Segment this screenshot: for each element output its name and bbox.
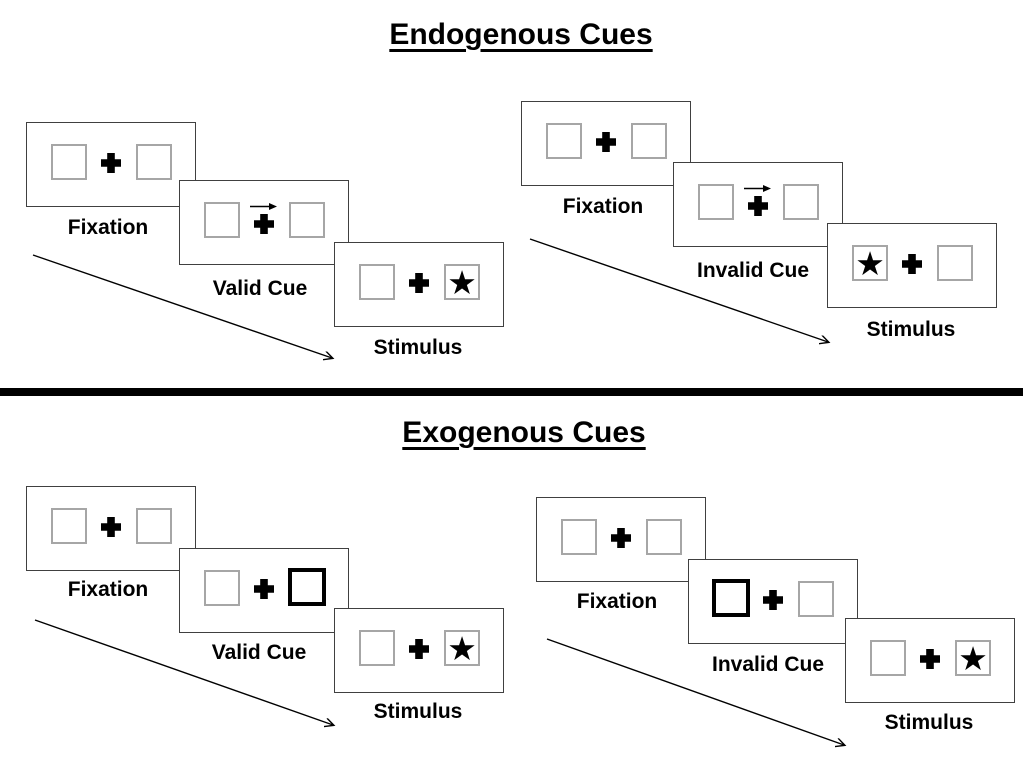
exogenous-valid-stimulus-panel: ★ [334, 608, 504, 693]
target-star-icon: ★ [447, 629, 477, 667]
fixation-cross-icon [409, 273, 429, 293]
left-box [204, 570, 240, 606]
fixation-cross-icon [611, 528, 631, 548]
panel-label-stimulus: Stimulus [884, 711, 974, 734]
left-box: ★ [852, 245, 888, 281]
cue-highlight-box [712, 579, 750, 617]
fixation-cross-icon [254, 579, 274, 599]
fixation-cross-icon [596, 132, 616, 152]
endogenous-section-title: Endogenous Cues [389, 18, 653, 51]
panel-label-valid-cue: Valid Cue [211, 641, 307, 664]
endogenous-valid-fixation-panel [26, 122, 196, 207]
right-box [783, 184, 819, 220]
cue-arrow-right-icon [744, 185, 771, 192]
target-star-icon: ★ [855, 244, 885, 282]
exogenous-section-title: Exogenous Cues [402, 416, 646, 449]
cue-arrow-right-icon [250, 203, 277, 210]
target-star-icon: ★ [447, 263, 477, 301]
right-box [631, 123, 667, 159]
panel-label-stimulus: Stimulus [866, 318, 956, 341]
timeline-arrow-icon [32, 254, 332, 358]
left-box [561, 519, 597, 555]
left-box [698, 184, 734, 220]
fixation-cross-icon [920, 649, 940, 669]
left-box [51, 144, 87, 180]
left-box [359, 630, 395, 666]
right-box [136, 144, 172, 180]
exogenous-invalid-fixation-panel [536, 497, 706, 582]
panel-label-invalid-cue: Invalid Cue [711, 653, 825, 676]
right-box [798, 581, 834, 617]
exogenous-valid-fixation-panel [26, 486, 196, 571]
right-box [937, 245, 973, 281]
fixation-cross-icon [748, 196, 768, 216]
panel-label-valid-cue: Valid Cue [212, 277, 308, 300]
panel-label-fixation: Fixation [562, 195, 644, 218]
left-box [51, 508, 87, 544]
fixation-cross-icon [409, 639, 429, 659]
timeline-arrow-icon [529, 238, 828, 342]
fixation-cross-icon [101, 517, 121, 537]
fixation-cross-icon [763, 590, 783, 610]
right-box [289, 202, 325, 238]
section-divider [0, 388, 1023, 396]
right-box: ★ [955, 640, 991, 676]
target-star-icon: ★ [958, 639, 988, 677]
right-box: ★ [444, 630, 480, 666]
panel-label-invalid-cue: Invalid Cue [696, 259, 810, 282]
exogenous-invalid-cue-panel [688, 559, 858, 644]
endogenous-valid-stimulus-panel: ★ [334, 242, 504, 327]
endogenous-valid-cue-panel [179, 180, 349, 265]
endogenous-invalid-stimulus-panel: ★ [827, 223, 997, 308]
panel-label-fixation: Fixation [67, 216, 149, 239]
right-box [136, 508, 172, 544]
left-box [546, 123, 582, 159]
cue-highlight-box [288, 568, 326, 606]
left-box [870, 640, 906, 676]
endogenous-invalid-cue-panel [673, 162, 843, 247]
endogenous-invalid-fixation-panel [521, 101, 691, 186]
panel-label-stimulus: Stimulus [373, 700, 463, 723]
panel-label-fixation: Fixation [67, 578, 149, 601]
right-box [646, 519, 682, 555]
panel-label-fixation: Fixation [576, 590, 658, 613]
right-box: ★ [444, 264, 480, 300]
exogenous-invalid-stimulus-panel: ★ [845, 618, 1015, 703]
fixation-cross-icon [902, 254, 922, 274]
panel-label-stimulus: Stimulus [373, 336, 463, 359]
fixation-cross-icon [254, 214, 274, 234]
fixation-cross-icon [101, 153, 121, 173]
timeline-arrow-icon [34, 619, 333, 725]
exogenous-valid-cue-panel [179, 548, 349, 633]
left-box [359, 264, 395, 300]
left-box [204, 202, 240, 238]
